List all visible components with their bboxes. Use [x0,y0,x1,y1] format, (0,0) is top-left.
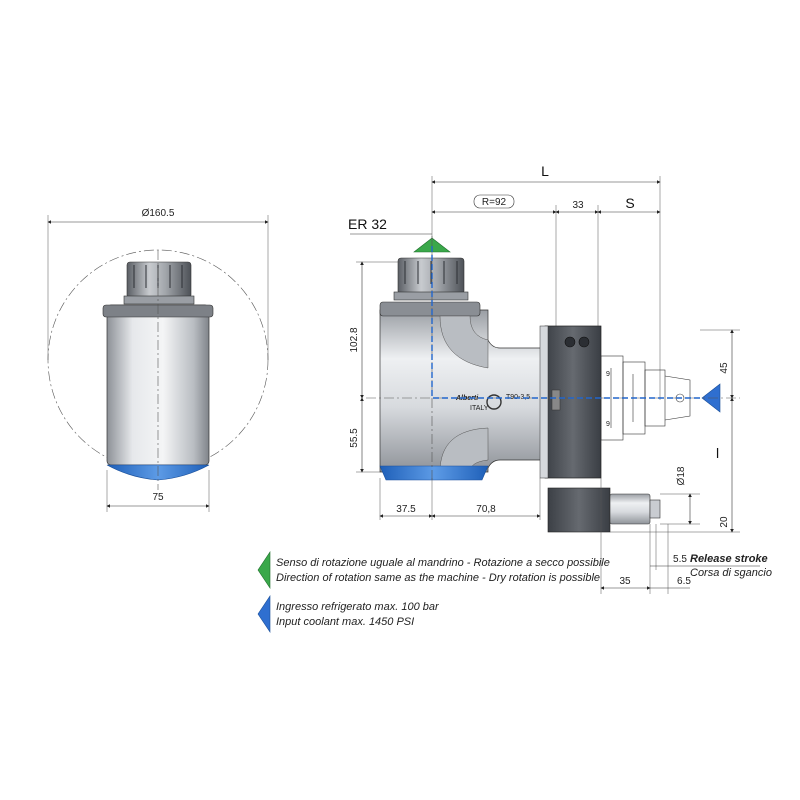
collet-nut [126,261,192,299]
dim-20-label: 20 [719,516,730,528]
shank-diameter-label: Ø18 [676,466,687,485]
legend-rotation-en: Direction of rotation same as the machin… [276,572,600,584]
collet-label: ER 32 [348,216,387,232]
dim-33-label: 33 [572,200,584,211]
legend-coolant-en: Input coolant max. 1450 PSI [276,616,414,628]
dim-45-label: 45 [719,362,730,374]
coolant-path [431,246,700,399]
legend-coolant-it: Ingresso refrigerato max. 100 bar [276,601,440,613]
height-upper-label: 102.8 [349,327,360,352]
dim-6-5-label: 6.5 [677,576,691,587]
brand-logo-icon [486,394,502,410]
svg-text:9: 9 [606,421,610,428]
radius-label: R=92 [482,197,507,208]
svg-text:9: 9 [606,371,610,378]
legend-coolant-icon [257,595,271,633]
spindle-adapter [600,355,691,441]
width-label: 75 [152,492,164,503]
legend-rotation-it: Senso di rotazione uguale al mandrino - … [276,557,610,569]
right-view: L R=92 33 S ER 32 Alber [348,163,772,594]
diameter-label: Ø160.5 [142,208,175,219]
country-label: ITALY [470,405,489,412]
brand-label: Alberti [455,395,479,402]
dim-l-label: l [716,445,719,461]
stroke-label: S [625,195,634,211]
release-stroke-it: Corsa di sgancio [690,567,772,579]
left-view: Ø160.5 75 [47,208,269,512]
legend-rotation-icon [257,551,271,589]
lower-shank-block [547,487,611,533]
radius-badge [473,194,515,209]
dim-5-5-label: 5.5 [673,554,687,565]
shank-pin [609,493,651,525]
height-lower-label: 55.5 [349,428,360,448]
release-stroke-en: Release stroke [690,553,768,565]
dim-35-label: 35 [619,576,631,587]
width-mid-label: 70,8 [476,504,496,515]
width-left-label: 37.5 [396,504,416,515]
length-label: L [541,163,549,179]
legend: Senso di rotazione uguale al mandrino - … [257,551,610,633]
coolant-base-right [379,465,489,481]
